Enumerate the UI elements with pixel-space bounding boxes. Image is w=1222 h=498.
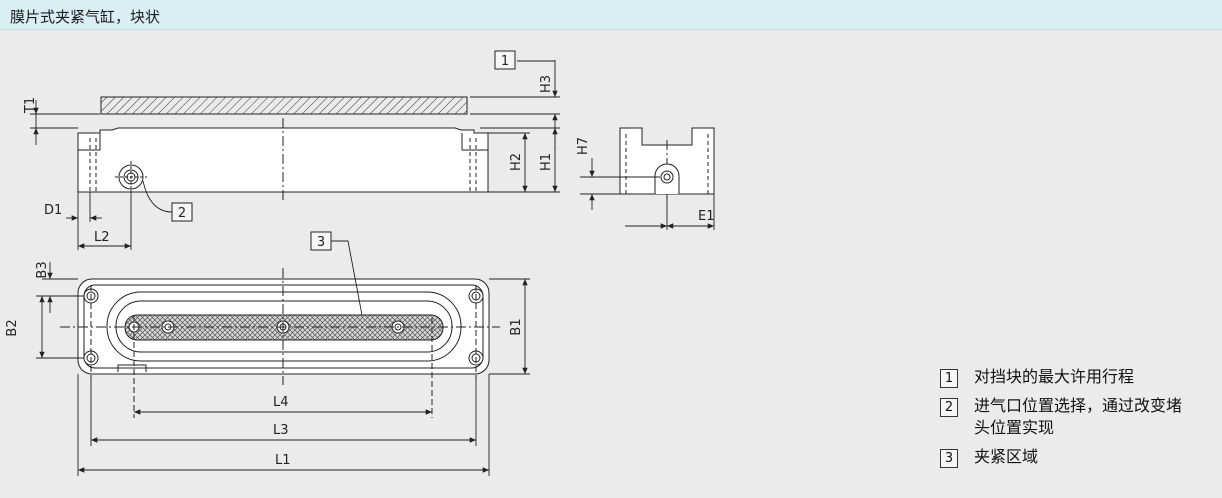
- svg-text:2: 2: [178, 206, 186, 221]
- dim-E1: E1: [698, 209, 715, 224]
- technical-drawing: 1 2 3 T1 H3 H2 H1 H7 D1 L2 E1 B3 B2 B1 L…: [5, 50, 715, 476]
- front-view: [77, 96, 489, 200]
- legend-number: 1: [940, 369, 958, 388]
- dim-H3: H3: [539, 75, 554, 93]
- top-view: [60, 268, 500, 418]
- dimension-lines: [30, 60, 715, 476]
- dimension-labels: T1 H3 H2 H1 H7 D1 L2 E1 B3 B2 B1 L4 L3 L…: [5, 75, 715, 468]
- legend-text: 进气口位置选择，通过改变堵头位置实现: [974, 396, 1183, 437]
- legend-text: 对挡块的最大许用行程: [974, 367, 1135, 386]
- callout-3: 3: [310, 231, 332, 251]
- callout-1: 1: [494, 50, 516, 70]
- dim-L1: L1: [275, 453, 291, 468]
- stopper-block-hatched: [100, 96, 468, 115]
- dim-B2: B2: [5, 319, 20, 336]
- legend-number: 2: [940, 398, 958, 417]
- legend-text: 夹紧区域: [974, 447, 1039, 466]
- dim-B1: B1: [509, 318, 524, 335]
- legend-item-1: 1 对挡块的最大许用行程: [940, 366, 1220, 388]
- dim-L2: L2: [94, 230, 110, 245]
- dim-H2: H2: [509, 153, 524, 171]
- legend-item-3: 3 夹紧区域: [940, 446, 1220, 468]
- dim-D1: D1: [44, 203, 62, 218]
- page-title: 膜片式夹紧气缸，块状: [10, 8, 161, 26]
- callout-2: 2: [171, 202, 193, 222]
- dim-H7: H7: [576, 137, 591, 155]
- side-view: [619, 127, 715, 200]
- legend-number: 3: [940, 449, 958, 468]
- legend-item-2: 2 进气口位置选择，通过改变堵头位置实现: [940, 395, 1220, 439]
- title-bar: 膜片式夹紧气缸，块状: [0, 0, 1222, 30]
- dim-H1: H1: [539, 153, 554, 171]
- dim-L4: L4: [273, 395, 289, 410]
- dim-B3: B3: [35, 261, 50, 278]
- svg-text:1: 1: [501, 54, 509, 69]
- svg-text:3: 3: [317, 235, 325, 250]
- dim-L3: L3: [273, 423, 289, 438]
- dim-T1: T1: [23, 97, 38, 114]
- legend: 1 对挡块的最大许用行程 2 进气口位置选择，通过改变堵头位置实现 3 夹紧区域: [940, 366, 1220, 475]
